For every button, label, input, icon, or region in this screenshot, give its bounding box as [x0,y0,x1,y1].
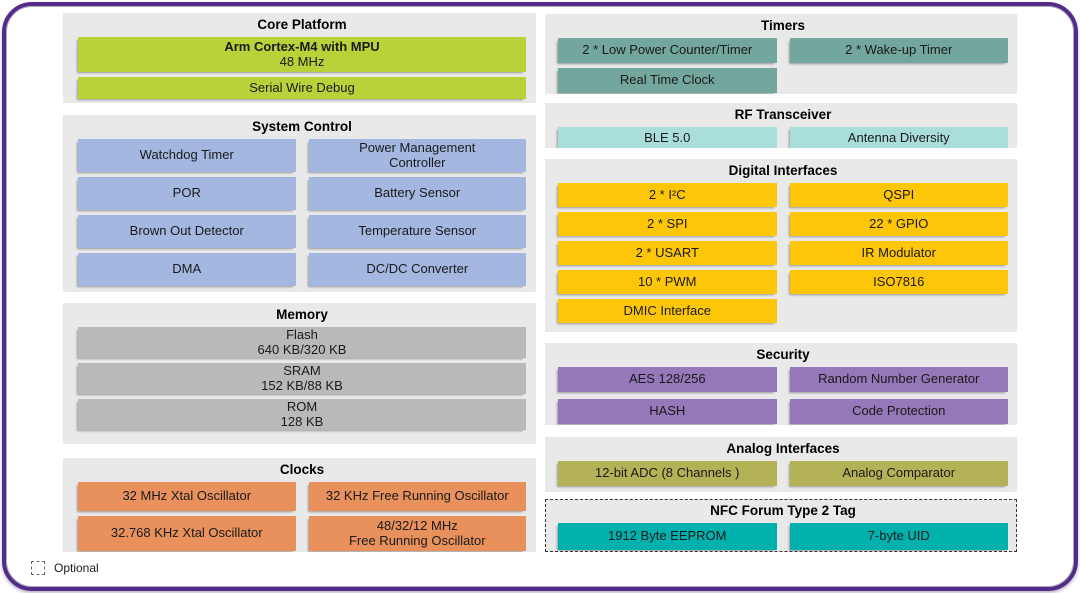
block-32768khz-xtal-oscillator: 32.768 KHz Xtal Oscillator [78,516,296,551]
block-aes: AES 128/256 [558,367,777,392]
block-12bit-adc: 12-bit ADC (8 Channels ) [558,461,777,486]
block-gpio: 22 * GPIO [789,212,1008,236]
section-system-control: System Control Watchdog Timer Power Mana… [63,115,536,292]
rf-transceiver-blocks: BLE 5.0 Antenna Diversity [558,127,1008,148]
block-analog-comparator: Analog Comparator [789,461,1008,486]
analog-interfaces-blocks: 12-bit ADC (8 Channels ) Analog Comparat… [558,461,1008,486]
block-usart: 2 * USART [558,241,777,265]
block-code-protection: Code Protection [789,399,1008,424]
digital-interfaces-title: Digital Interfaces [728,163,838,178]
section-analog-interfaces: Analog Interfaces 12-bit ADC (8 Channels… [545,437,1017,492]
block-48-32-12mhz-free-running-oscillator: 48/32/12 MHz Free Running Oscillator [308,516,526,551]
nfc-tag-title: NFC Forum Type 2 Tag [710,503,856,518]
block-flash: Flash 640 KB/320 KB [78,327,526,358]
core-platform-title: Core Platform [257,17,347,32]
rf-transceiver-title: RF Transceiver [734,107,832,122]
block-brown-out-detector: Brown Out Detector [78,215,296,248]
block-ble-5-0: BLE 5.0 [558,127,777,148]
clocks-blocks: 32 MHz Xtal Oscillator 32 KHz Free Runni… [78,482,526,551]
block-wake-up-timer: 2 * Wake-up Timer [789,38,1008,63]
block-i2c: 2 * I²C [558,183,777,207]
block-ir-modulator: IR Modulator [789,241,1008,265]
section-core-platform: Core Platform Arm Cortex-M4 with MPU 48 … [63,13,536,103]
section-clocks: Clocks 32 MHz Xtal Oscillator 32 KHz Fre… [63,458,536,552]
section-security: Security AES 128/256 Random Number Gener… [545,343,1017,425]
block-random-number-generator: Random Number Generator [789,367,1008,392]
memory-blocks: Flash 640 KB/320 KB SRAM 152 KB/88 KB RO… [78,327,526,430]
block-dmic-interface: DMIC Interface [558,299,777,323]
analog-interfaces-title: Analog Interfaces [726,441,840,456]
block-por: POR [78,177,296,210]
cpu-frequency: 48 MHz [279,53,325,69]
timers-title: Timers [760,18,806,33]
block-spi: 2 * SPI [558,212,777,236]
section-timers: Timers 2 * Low Power Counter/Timer 2 * W… [545,14,1017,94]
block-temperature-sensor: Temperature Sensor [308,215,526,248]
digital-interfaces-blocks: 2 * I²C QSPI 2 * SPI 22 * GPIO 2 * USART… [558,183,1008,323]
section-digital-interfaces: Digital Interfaces 2 * I²C QSPI 2 * SPI … [545,159,1017,332]
block-dcdc-converter: DC/DC Converter [308,253,526,286]
section-rf-transceiver: RF Transceiver BLE 5.0 Antenna Diversity [545,103,1017,148]
block-antenna-diversity: Antenna Diversity [789,127,1008,148]
block-low-power-counter-timer: 2 * Low Power Counter/Timer [558,38,777,63]
legend-optional: Optional [31,561,99,575]
block-battery-sensor: Battery Sensor [308,177,526,210]
block-watchdog-timer: Watchdog Timer [78,139,296,172]
memory-title: Memory [276,307,328,322]
system-control-title: System Control [252,119,352,134]
block-serial-wire-debug: Serial Wire Debug [78,77,526,99]
block-dma: DMA [78,253,296,286]
block-real-time-clock: Real Time Clock [558,68,777,93]
block-rom: ROM 128 KB [78,399,526,430]
cpu-name: Arm Cortex-M4 with MPU [224,38,380,54]
block-hash: HASH [558,399,777,424]
block-32khz-free-running-oscillator: 32 KHz Free Running Oscillator [308,482,526,511]
core-platform-blocks: Arm Cortex-M4 with MPU 48 MHz Serial Wir… [78,37,526,99]
clocks-title: Clocks [279,462,325,477]
optional-label: Optional [54,561,99,575]
timers-blocks: 2 * Low Power Counter/Timer 2 * Wake-up … [558,38,1008,93]
block-7byte-uid: 7-byte UID [789,523,1008,550]
block-sram: SRAM 152 KB/88 KB [78,363,526,394]
optional-dashed-box-icon [31,561,45,575]
block-arm-cortex-m4: Arm Cortex-M4 with MPU 48 MHz [78,37,526,72]
block-pwm: 10 * PWM [558,270,777,294]
security-title: Security [756,347,810,362]
block-power-management-controller: Power Management Controller [308,139,526,172]
block-eeprom: 1912 Byte EEPROM [558,523,777,550]
block-iso7816: ISO7816 [789,270,1008,294]
block-32mhz-xtal-oscillator: 32 MHz Xtal Oscillator [78,482,296,511]
block-qspi: QSPI [789,183,1008,207]
security-blocks: AES 128/256 Random Number Generator HASH… [558,367,1008,424]
section-memory: Memory Flash 640 KB/320 KB SRAM 152 KB/8… [63,303,536,444]
nfc-tag-blocks: 1912 Byte EEPROM 7-byte UID [558,523,1008,550]
section-nfc-forum-type2-tag: NFC Forum Type 2 Tag 1912 Byte EEPROM 7-… [545,499,1017,552]
system-control-blocks: Watchdog Timer Power Management Controll… [78,139,526,286]
